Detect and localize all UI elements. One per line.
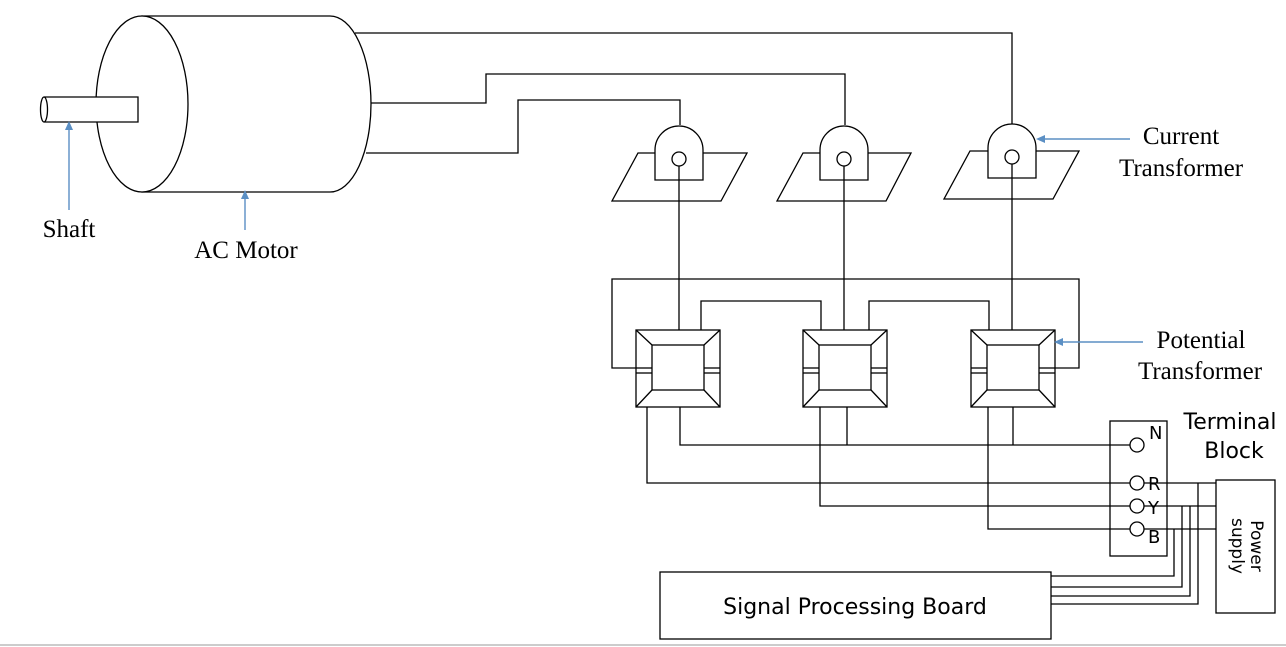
terminal-y-label: Y <box>1147 498 1160 519</box>
terminal-to-power-wires <box>1144 482 1216 530</box>
terminal-b <box>1129 521 1145 537</box>
current-transformer-label-line2: Transformer <box>1119 155 1244 182</box>
shaft-label: Shaft <box>43 216 96 243</box>
motor-body <box>141 15 372 193</box>
terminal-y <box>1129 498 1145 514</box>
pt-core <box>986 344 1040 391</box>
potential-transformer-label-line1: Potential <box>1157 327 1246 354</box>
current-transformer-label-line1: Current <box>1143 123 1219 150</box>
power-supply-label-line1: Power <box>1246 520 1266 571</box>
wire-b-in <box>987 407 1130 530</box>
pt-outer-loop <box>611 278 1080 369</box>
signal-processing-board-box <box>659 571 1052 640</box>
wire-r-in <box>646 407 1130 484</box>
pt-core <box>651 344 705 391</box>
motor-phase-wires <box>355 32 1013 154</box>
potential-transformer-1 <box>635 329 721 408</box>
terminals <box>1129 437 1145 537</box>
potential-transformer-label-line2: Transformer <box>1138 358 1263 385</box>
potential-transformer-2 <box>802 329 888 408</box>
ct-hole <box>1004 149 1020 165</box>
ct-hole <box>671 151 687 167</box>
power-supply-label-line2: supply <box>1227 518 1247 574</box>
terminal-n <box>1129 437 1145 453</box>
pt-to-terminal-wires <box>646 407 1130 530</box>
wire-phase-2 <box>371 73 846 125</box>
pt-core <box>818 344 872 391</box>
pt-link-1-2 <box>700 300 822 330</box>
ac-motor-label: AC Motor <box>194 237 298 264</box>
pt-link-2-3 <box>868 300 990 330</box>
power-supply-box <box>1215 479 1276 614</box>
ct-hole <box>836 151 852 167</box>
annotation-arrows <box>65 121 1143 346</box>
ac-motor <box>39 15 372 193</box>
terminal-n-label: N <box>1149 423 1162 444</box>
signal-processing-board-label: Signal Processing Board <box>723 595 987 620</box>
pt-interconnect <box>611 278 1080 369</box>
shaft-end <box>39 96 49 123</box>
terminal-block-label-line2: Block <box>1204 439 1264 464</box>
ct-leads <box>678 164 1013 330</box>
terminal-block-label-line1: Terminal <box>1183 410 1277 435</box>
board-wires <box>1051 483 1199 605</box>
terminal-r-label: R <box>1148 474 1161 495</box>
wire-phase-1 <box>366 99 681 154</box>
motor-shaft <box>44 96 139 123</box>
potential-transformer-3 <box>970 329 1056 408</box>
wire-y-in <box>819 407 1130 507</box>
wire-phase-3 <box>355 32 1013 125</box>
terminal-r <box>1129 475 1145 491</box>
terminal-b-label: B <box>1148 527 1160 548</box>
wire-neutral-a <box>679 407 1130 446</box>
